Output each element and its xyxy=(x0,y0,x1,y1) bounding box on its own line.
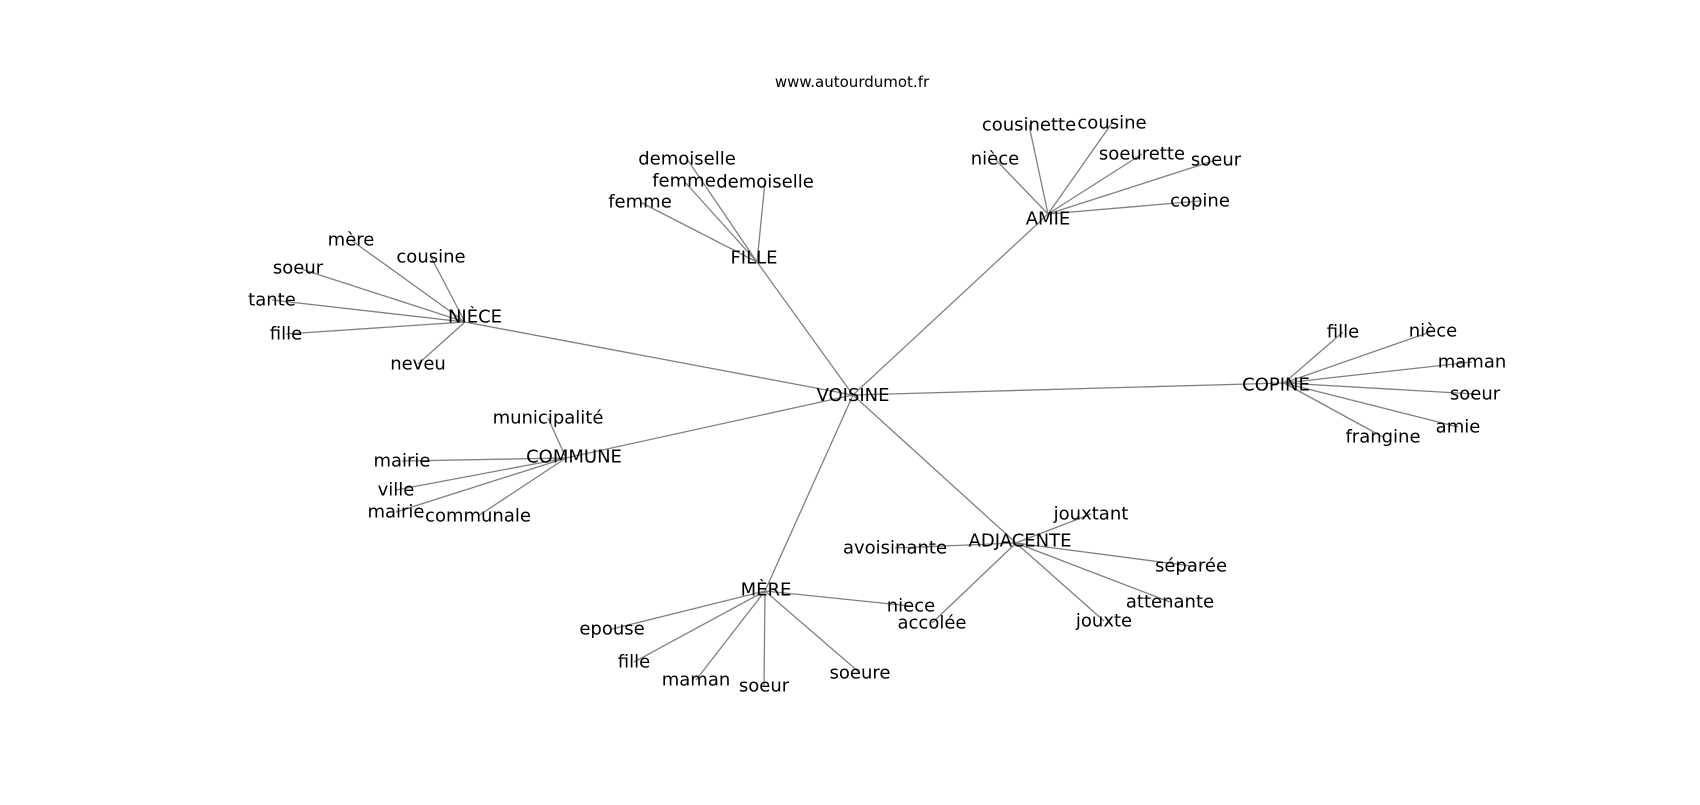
node-copine: COPINE xyxy=(1242,375,1310,396)
leaf-commune-mairie: mairie xyxy=(373,451,430,472)
edge-fille-femme xyxy=(639,201,758,263)
edge-mere-epouse xyxy=(611,590,766,630)
leaf-adjacente-avoisinante: avoisinante xyxy=(843,538,947,559)
edge-amie-soeur xyxy=(1047,159,1217,215)
leaf-commune-communale: communale xyxy=(425,506,531,527)
node-amie: AMIE xyxy=(1026,209,1071,230)
edge-center-amie xyxy=(852,213,1049,396)
leaf-commune-municipalite: municipalité xyxy=(493,408,604,429)
leaf-copine-niece: nièce xyxy=(1409,321,1457,342)
leaf-niece-mere: mère xyxy=(328,230,375,251)
leaf-copine-fille: fille xyxy=(1327,322,1359,343)
leaf-copine-soeur: soeur xyxy=(1450,384,1501,405)
edge-adjacente-accolee xyxy=(931,542,1017,624)
edge-niece-fille xyxy=(285,321,466,335)
leaf-fille-femme: femme xyxy=(608,192,672,213)
edge-commune-mairie xyxy=(395,457,567,513)
leaf-niece-fille: fille xyxy=(270,324,302,345)
leaf-niece-soeur: soeur xyxy=(273,258,324,279)
edge-copine-soeur xyxy=(1283,382,1476,395)
leaf-amie-soeur: soeur xyxy=(1191,150,1242,171)
edge-fille-demoiselle xyxy=(686,158,758,263)
edge-adjacente-attenante xyxy=(1015,542,1171,603)
leaf-mere-epouse: epouse xyxy=(579,619,644,640)
edges-layer xyxy=(271,122,1476,687)
edge-mere-maman xyxy=(695,590,766,681)
edge-center-copine xyxy=(852,382,1285,396)
leaf-commune-ville: ville xyxy=(378,480,415,501)
edge-commune-communale xyxy=(477,457,567,517)
edge-adjacente-jouxtant xyxy=(1015,513,1092,544)
leaf-fille-demoiselle: demoiselle xyxy=(716,172,814,193)
leaf-mere-niece: niece xyxy=(887,596,935,617)
edge-fille-femme xyxy=(683,180,758,263)
leaf-niece-cousine: cousine xyxy=(396,247,465,268)
edge-mere-fille xyxy=(633,590,766,663)
edge-commune-ville xyxy=(395,457,567,491)
leaf-niece-neveu: neveu xyxy=(390,354,446,375)
leaf-mere-maman: maman xyxy=(662,670,731,691)
node-fille: FILLE xyxy=(730,248,777,269)
edge-center-fille xyxy=(756,261,854,396)
edge-copine-amie xyxy=(1283,382,1459,428)
leaf-adjacente-accolee: accolée xyxy=(898,613,967,634)
leaf-adjacente-separee: séparée xyxy=(1155,556,1227,577)
leaf-mere-soeure: soeure xyxy=(830,663,891,684)
edge-center-niece xyxy=(464,321,854,396)
labels-layer: www.autourdumot.fr VOISINE NIÈCEmèresoeu… xyxy=(248,73,1506,697)
edge-fille-demoiselle xyxy=(756,181,766,263)
edge-center-commune xyxy=(565,394,854,459)
edge-mere-soeure xyxy=(764,590,861,674)
node-adjacente: ADJACENTE xyxy=(969,531,1072,552)
edge-center-adjacente xyxy=(852,394,1017,544)
leaf-amie-copine: copine xyxy=(1170,191,1230,212)
edge-amie-soeurette xyxy=(1047,153,1143,215)
node-commune: COMMUNE xyxy=(526,447,622,468)
node-mere: MÈRE xyxy=(741,579,792,601)
edge-amie-copine xyxy=(1047,200,1201,215)
leaf-amie-cousine: cousine xyxy=(1077,113,1146,134)
leaf-fille-femme: femme xyxy=(652,171,716,192)
edge-niece-cousine xyxy=(430,256,466,323)
leaf-adjacente-attenante: attenante xyxy=(1126,592,1214,613)
leaf-mere-soeur: soeur xyxy=(739,676,790,697)
leaf-copine-amie: amie xyxy=(1436,417,1481,438)
leaf-copine-maman: maman xyxy=(1438,352,1507,373)
edge-niece-tante xyxy=(271,299,466,323)
edge-copine-maman xyxy=(1283,361,1473,384)
leaf-niece-tante: tante xyxy=(248,290,296,311)
edge-commune-municipalite xyxy=(547,417,567,459)
edge-mere-soeur xyxy=(763,590,766,687)
node-niece: NIÈCE xyxy=(448,306,502,328)
edge-mere-niece xyxy=(764,590,912,607)
edge-niece-mere xyxy=(350,239,466,323)
edge-adjacente-avoisinante xyxy=(894,542,1017,549)
source-credit: www.autourdumot.fr xyxy=(775,73,930,91)
leaf-adjacente-jouxtant: jouxtant xyxy=(1053,504,1129,525)
leaf-amie-soeurette: soeurette xyxy=(1099,144,1185,165)
edge-amie-cousinette xyxy=(1028,124,1049,215)
edge-amie-cousine xyxy=(1047,122,1113,215)
edge-niece-soeur xyxy=(297,267,466,323)
leaf-amie-niece: nièce xyxy=(971,149,1019,170)
edge-center-mere xyxy=(764,394,854,592)
center-word: VOISINE xyxy=(816,385,889,406)
leaf-adjacente-jouxte: jouxte xyxy=(1075,611,1132,632)
edge-adjacente-separee xyxy=(1015,542,1192,567)
edge-commune-mairie xyxy=(401,457,567,462)
edge-amie-niece xyxy=(994,158,1049,215)
edge-copine-niece xyxy=(1283,330,1434,384)
leaf-fille-demoiselle: demoiselle xyxy=(638,149,736,170)
leaf-copine-frangine: frangine xyxy=(1345,427,1420,448)
edge-niece-neveu xyxy=(417,321,466,365)
leaf-commune-mairie: mairie xyxy=(367,502,424,523)
edge-copine-frangine xyxy=(1283,382,1384,438)
edge-copine-fille xyxy=(1283,331,1344,384)
leaf-mere-fille: fille xyxy=(618,652,650,673)
leaf-amie-cousinette: cousinette xyxy=(982,115,1076,136)
edge-adjacente-jouxte xyxy=(1015,542,1105,622)
